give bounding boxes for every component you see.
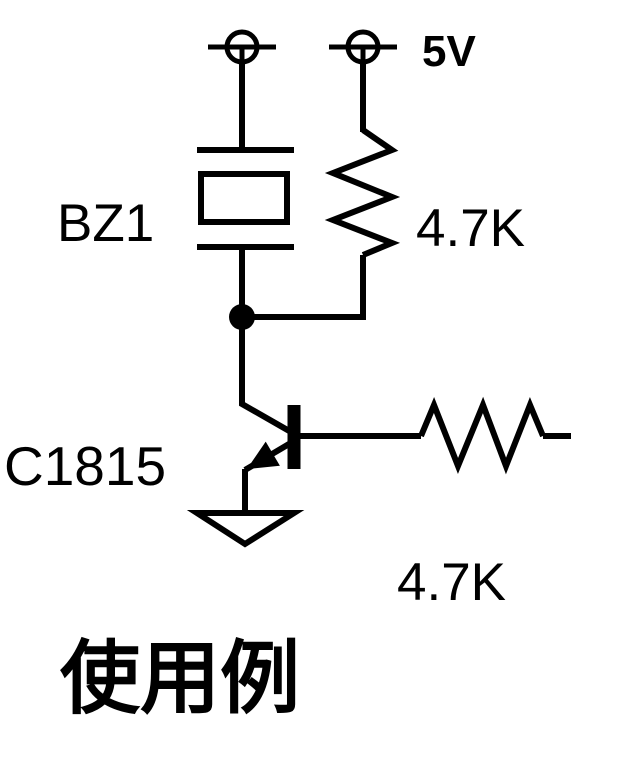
transistor-label: C1815 bbox=[4, 435, 166, 497]
ground-icon bbox=[186, 510, 305, 548]
collector-resistor-icon bbox=[324, 127, 401, 258]
supply-voltage-label: 5V bbox=[422, 27, 476, 76]
wire-segment bbox=[242, 255, 366, 320]
collector-resistor-value: 4.7K bbox=[416, 199, 525, 258]
caption-text: 使用例 bbox=[60, 632, 300, 725]
power-terminal-icon bbox=[329, 29, 397, 65]
base-resistor-icon bbox=[418, 396, 571, 475]
npn-transistor-icon bbox=[239, 317, 421, 513]
buzzer-label: BZ1 bbox=[57, 194, 154, 253]
base-resistor-value: 4.7K bbox=[397, 553, 506, 612]
power-terminal-icon bbox=[208, 29, 276, 65]
piezo-buzzer-icon bbox=[197, 147, 294, 250]
